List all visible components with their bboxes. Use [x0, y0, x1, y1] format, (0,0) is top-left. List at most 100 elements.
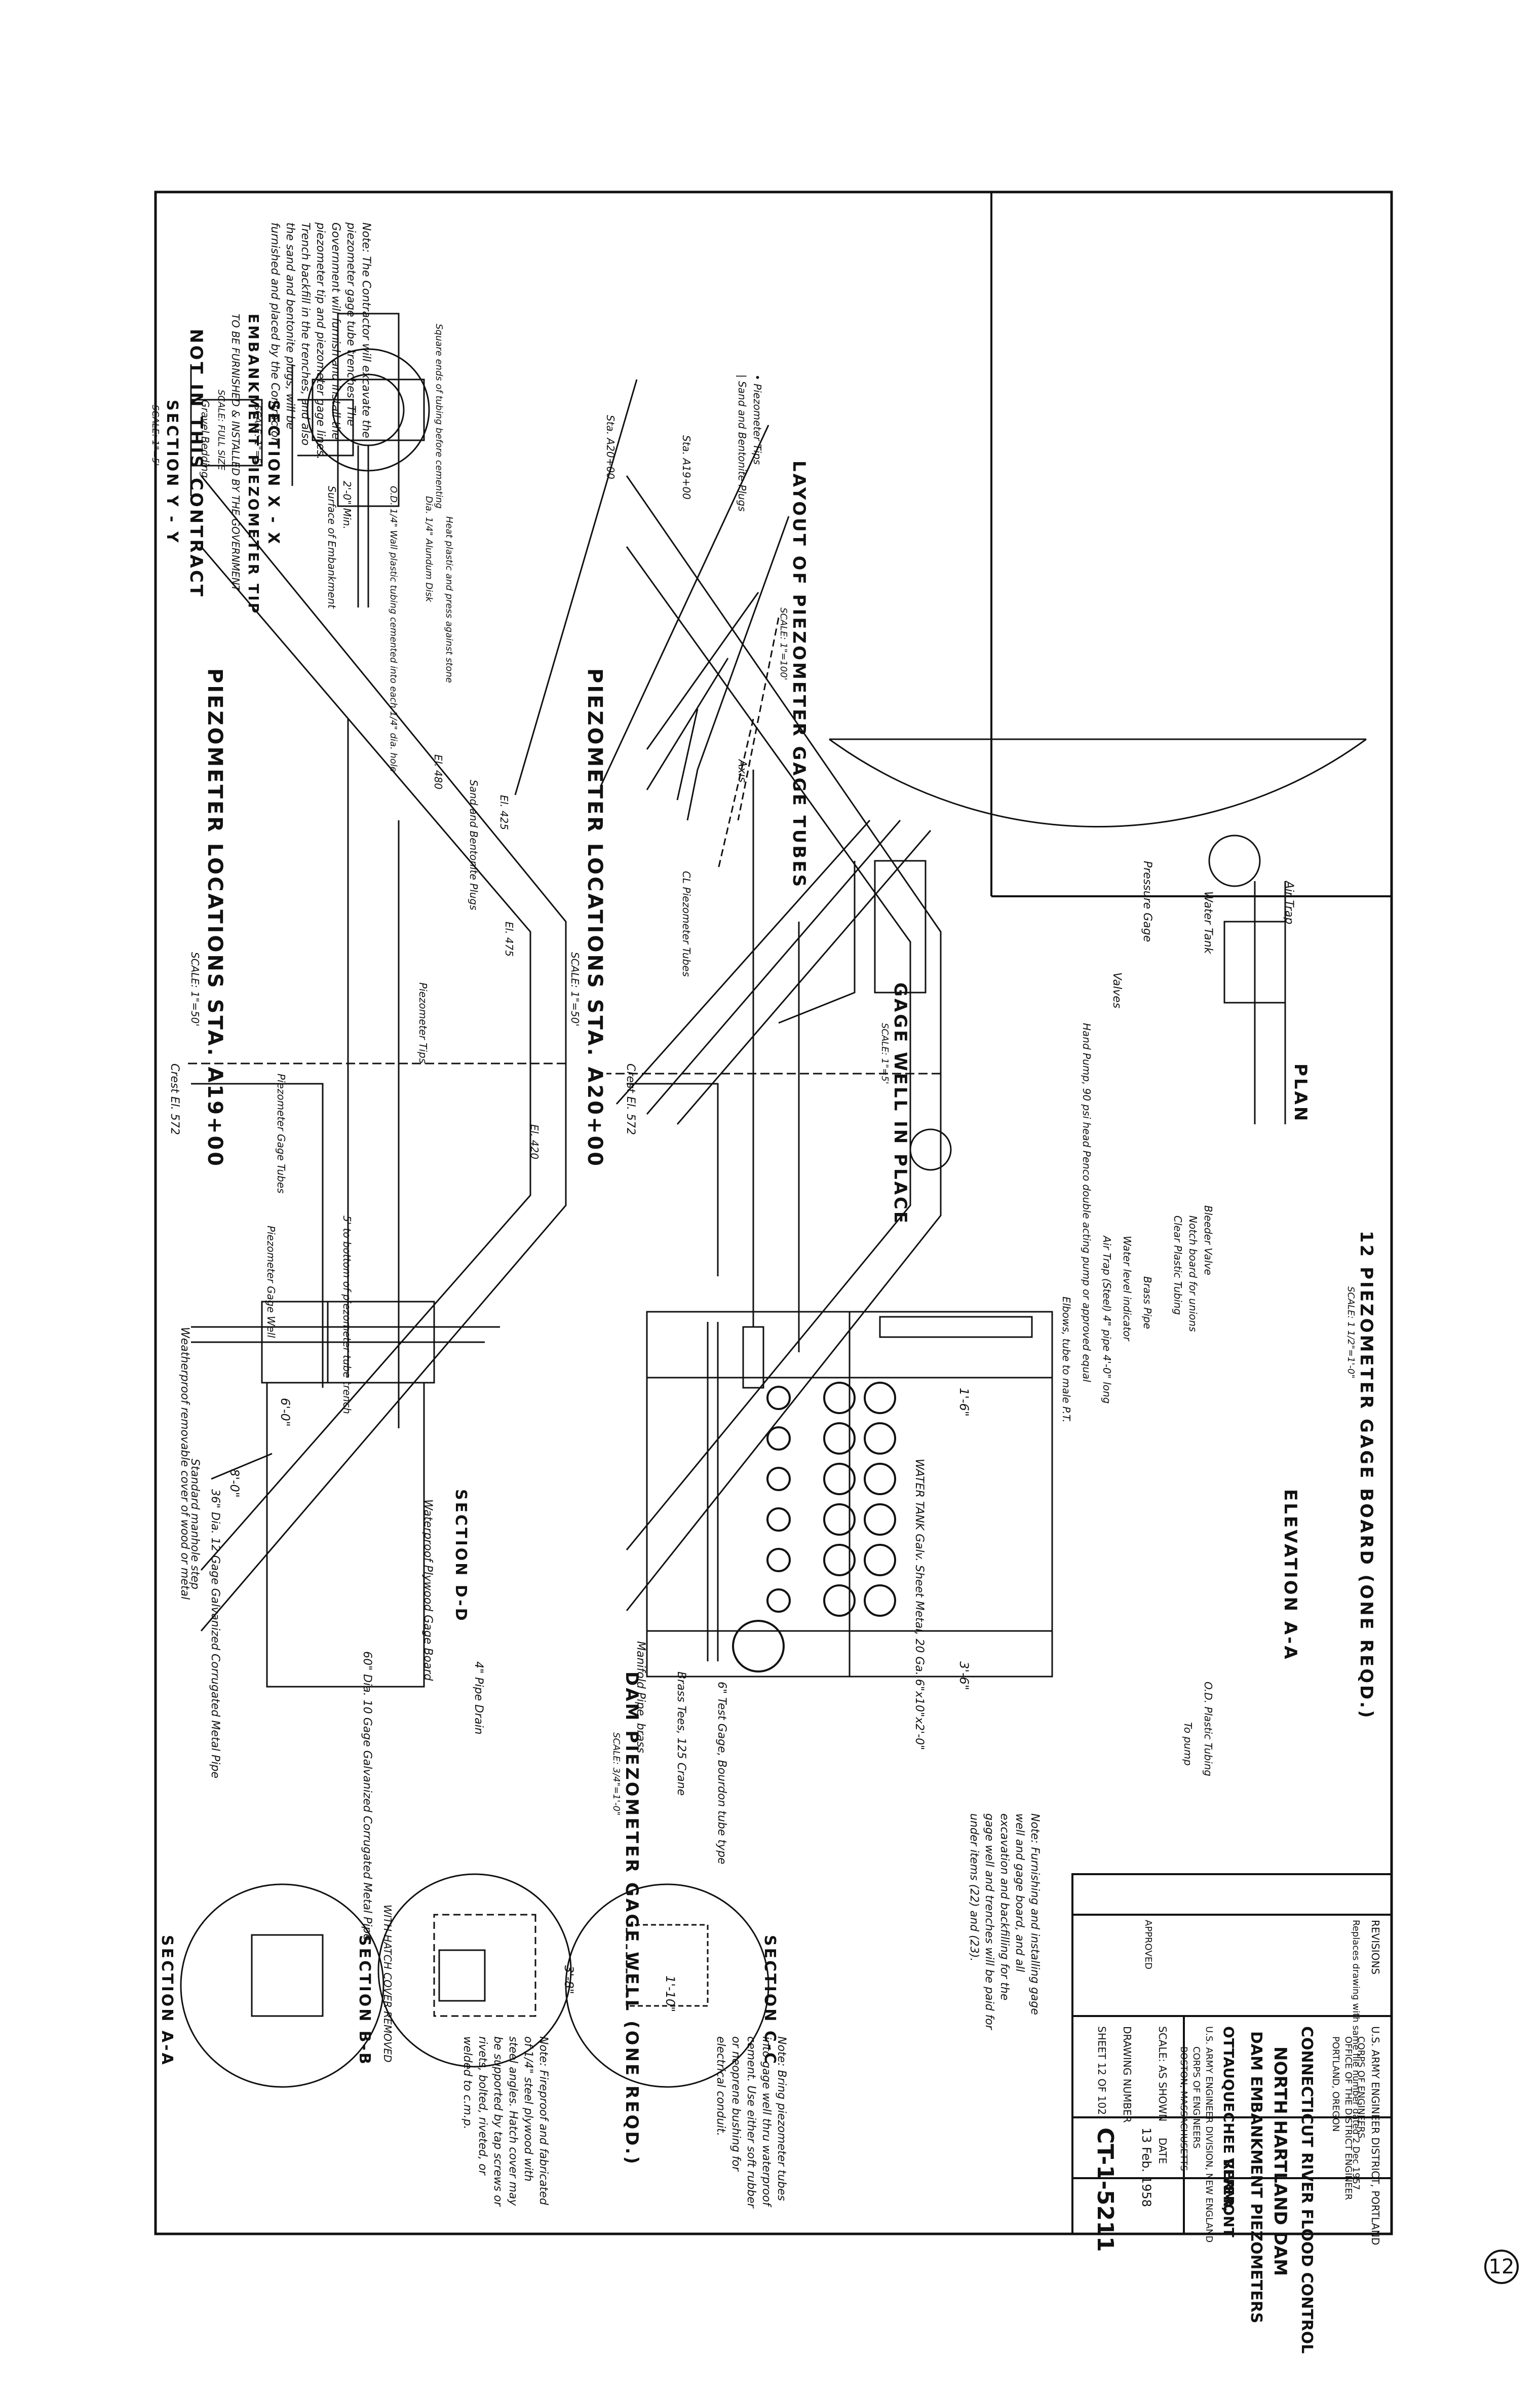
title-sta-a20: PIEZOMETER LOCATIONS STA. A20+00 — [583, 668, 606, 1168]
tubing-note: Note: Bring piezometer tubes into gage w… — [714, 2036, 788, 2208]
label-crest-a19: Crest El. 572 — [168, 1063, 181, 1135]
trench-note: Note: The Contractor will excavate the p… — [268, 222, 372, 460]
dim-1-10: 1'-10" — [663, 1975, 677, 2012]
label-tip-cement: Heat plastic and press against stone — [444, 516, 454, 683]
gage-well-section-dd — [191, 1301, 500, 1688]
label-manhole: Standard manhole step — [188, 1459, 201, 1589]
label-brass-pipe: Brass Pipe — [1141, 1276, 1153, 1329]
tb-agency-3: OFFICE OF THE DISTRICT ENGINEER — [1343, 2036, 1354, 2200]
tb-agency-4: PORTLAND, OREGON — [1330, 2036, 1341, 2132]
title-elevation-aa: ELEVATION A-A — [1280, 1489, 1300, 1661]
tb-revisions: REVISIONS — [1369, 1920, 1381, 1975]
tb-agency-2: CORPS OF ENGINEERS — [1356, 2036, 1366, 2139]
tb-division-2: CORPS OF ENGINEERS — [1191, 2046, 1202, 2149]
scale-dam-gage-well: SCALE: 3/4"=1'-0" — [611, 1732, 622, 1816]
label-tip-tubing: O.D. 1/4" Wall plastic tubing cemented i… — [388, 486, 399, 772]
title-plan: PLAN — [1290, 1063, 1311, 1123]
label-water-tank: WATER TANK Galv. Sheet Metal, 20 Ga. 6"x… — [913, 1459, 926, 1751]
scale-gage-well-in-place: SCALE: 1"=5' — [879, 1023, 890, 1084]
label-water-level: Water level indicator — [1121, 1236, 1133, 1341]
label-pressure-gage: Pressure Gage — [1141, 861, 1153, 942]
label-hand-pump: Hand Pump, 90 psi head Penco double acti… — [1081, 1023, 1093, 1382]
label-el-425: El. 425 — [498, 795, 510, 830]
scale-gage-board: SCALE: 1 1/2"=1'-0" — [1345, 1286, 1356, 1379]
label-crest-a20: Crest El. 572 — [624, 1063, 637, 1135]
tb-drawing-number-label: DRAWING NUMBER — [1121, 2026, 1133, 2123]
label-piezometer-gage-tubes: Piezometer Gage Tubes — [275, 1074, 287, 1194]
legend-plugs: | Sand and Bentonite Plugs — [736, 374, 748, 512]
rotated-drawing: PIEZOMETER LOCATIONS STA. A19+00 SCALE: … — [110, 162, 1437, 2353]
sheet-border — [154, 191, 1393, 2235]
label-gage-well: Piezometer Gage Well — [265, 1226, 277, 1338]
label-el-420: El. 420 — [528, 1124, 541, 1160]
scale-layout: SCALE: 1"=100' — [778, 607, 789, 680]
tb-state: VERMONT — [1220, 2158, 1237, 2237]
tb-division-3: BOSTON, MASSACHUSETTS — [1178, 2046, 1189, 2171]
label-valves: Valves — [1110, 972, 1123, 1009]
label-to-pump: To pump — [1182, 1722, 1194, 1766]
label-pipe-drain: 4" Pipe Drain — [472, 1661, 485, 1735]
scale-section-yy: SCALE: 1"=5' — [150, 405, 161, 466]
label-tip-square: Square ends of tubing before cementing — [434, 324, 444, 509]
tb-agency-1: U.S. ARMY ENGINEER DISTRICT, PORTLAND — [1369, 2026, 1381, 2246]
label-air-trap: Air Trap — [1283, 881, 1295, 925]
subtitle-piezometer-tip: TO BE FURNISHED & INSTALLED BY THE GOVER… — [229, 314, 242, 591]
gage-board-plan — [829, 738, 1367, 1171]
label-sta-a20: Sta. A20+00 — [604, 415, 617, 479]
label-el-475: El. 475 — [503, 922, 515, 957]
label-el-480: El. 480 — [432, 754, 444, 790]
label-plywood: Waterproof Plywood Gage Board — [421, 1499, 434, 1681]
dim-6-0: 6'-0" — [278, 1398, 292, 1427]
payment-note: Note: Furnishing and installing gage wel… — [968, 1813, 1041, 2030]
piezometer-tip-drawing — [306, 313, 430, 607]
section-cc-drawing — [565, 1883, 769, 2088]
section-sta-a20 — [606, 475, 942, 1611]
gage-well-in-place — [615, 820, 932, 1125]
dim-3-6: 3'-6" — [957, 1661, 971, 1690]
label-trench: 5' to bottom of piezometer tube trench — [341, 1215, 353, 1414]
tb-title: DAM EMBANKMENT PIEZOMETERS — [1247, 2031, 1265, 2324]
label-brass-tees: Brass Tees, 125 Crane — [675, 1671, 687, 1796]
title-section-yy: SECTION Y - Y — [163, 400, 181, 545]
label-elbows: Elbows, tube to male P.T. — [1060, 1297, 1072, 1423]
sections-xx-yy — [190, 364, 354, 496]
label-sand-bentonite: Sand and Bentonite Plugs — [468, 780, 480, 910]
tb-date-label: DATE — [1157, 2138, 1169, 2164]
scale-sta-a20: SCALE: 1"=50' — [569, 952, 581, 1027]
tb-sheet-of: SHEET 12 OF 102 — [1096, 2026, 1108, 2115]
tb-scale: SCALE: AS SHOWN — [1157, 2026, 1169, 2122]
label-clear-tubing: Clear Plastic Tubing — [1172, 1215, 1184, 1315]
label-piezometer-tips: Piezometer Tips — [417, 982, 429, 1064]
label-axis: Axis — [736, 759, 748, 783]
tb-approved-label: APPROVED — [1143, 1920, 1153, 1969]
title-section-dd: SECTION D-D — [452, 1489, 470, 1623]
label-air-trap-steel: Air Trap (Steel) 4" pipe 4'-0" long — [1101, 1236, 1113, 1404]
tb-drawing-number: CT-1-5211 — [1092, 2127, 1118, 2252]
label-notch-board: Notch board for unions — [1187, 1215, 1199, 1332]
tb-dam: NORTH HARTLAND DAM — [1270, 2046, 1290, 2276]
dim-8-0: 8'-0" — [227, 1469, 242, 1498]
section-sta-a19 — [186, 475, 567, 1631]
title-piezometer-tip: EMBANKMENT PIEZOMETER TIP — [245, 314, 262, 616]
title-layout: LAYOUT OF PIEZOMETER GAGE TUBES — [789, 461, 809, 889]
label-sta-a19: Sta. A19+00 — [680, 435, 692, 500]
section-aa-drawing — [180, 1883, 384, 2088]
label-surface-embankment: Surface of Embankment — [326, 486, 338, 609]
label-cl-tubes: CL Piezometer Tubes — [680, 871, 692, 977]
title-sta-a19: PIEZOMETER LOCATIONS STA. A19+00 — [203, 668, 226, 1168]
tb-date: 13 Feb. 1958 — [1139, 2127, 1153, 2207]
label-bleeder: Bleeder Valve — [1202, 1205, 1214, 1275]
tb-division: U.S. ARMY ENGINEER DIVISION, NEW ENGLAND — [1204, 2026, 1214, 2243]
hatch-note: Note: Fireproof and fabricated of 1/4" s… — [461, 2036, 550, 2207]
label-min-2-0: 2'-0" Min. — [341, 481, 353, 529]
title-gage-board: 12 PIEZOMETER GAGE BOARD (ONE REQD.) — [1356, 1231, 1376, 1720]
label-manifold: Manifold Pipe, brass — [634, 1641, 647, 1754]
section-bb-drawing — [377, 1873, 572, 2068]
scale-sta-a19: SCALE: 1"=50' — [189, 952, 201, 1027]
title-block-lines — [1071, 1873, 1393, 2235]
dim-1-6: 1'-6" — [957, 1388, 971, 1417]
layout-plan — [514, 379, 790, 871]
scale-piezometer-tip: SCALE: FULL SIZE — [216, 390, 226, 471]
drawing-linework — [154, 191, 1393, 2235]
